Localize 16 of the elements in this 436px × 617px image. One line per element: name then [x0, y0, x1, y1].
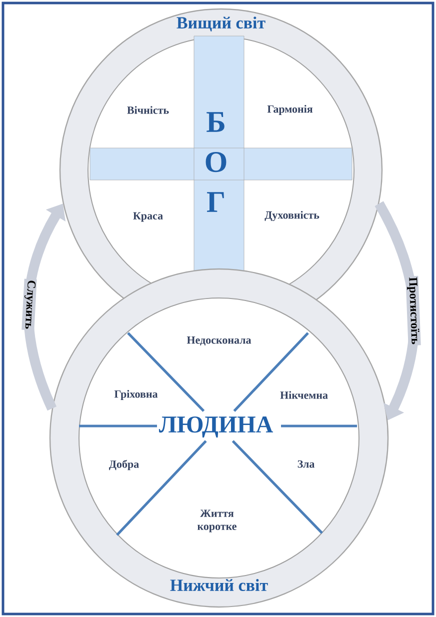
quadrant-text: Гармонія	[267, 105, 313, 115]
cross-title: БОГ	[206, 112, 226, 212]
quadrant-text: Вічність	[127, 106, 169, 114]
ring-title: Вищий світ	[176, 16, 266, 32]
edge-label: Протистоїть	[406, 277, 420, 344]
quadrant-text: Духовність	[264, 211, 320, 221]
sector-text: Зла	[298, 460, 314, 468]
ring-title: Нижчий світ	[170, 579, 268, 591]
sector-text: Добра	[108, 460, 139, 470]
sector-text: Життя коротке	[197, 510, 236, 532]
sector-text: Гріховна	[114, 390, 158, 400]
quadrant-text: Краса	[133, 212, 163, 222]
sector-text: Нікчемна	[280, 391, 328, 399]
edge-label: Служить	[24, 280, 36, 329]
center-title: ЛЮДИНА	[158, 416, 273, 438]
sector-text: Недосконала	[186, 336, 252, 346]
